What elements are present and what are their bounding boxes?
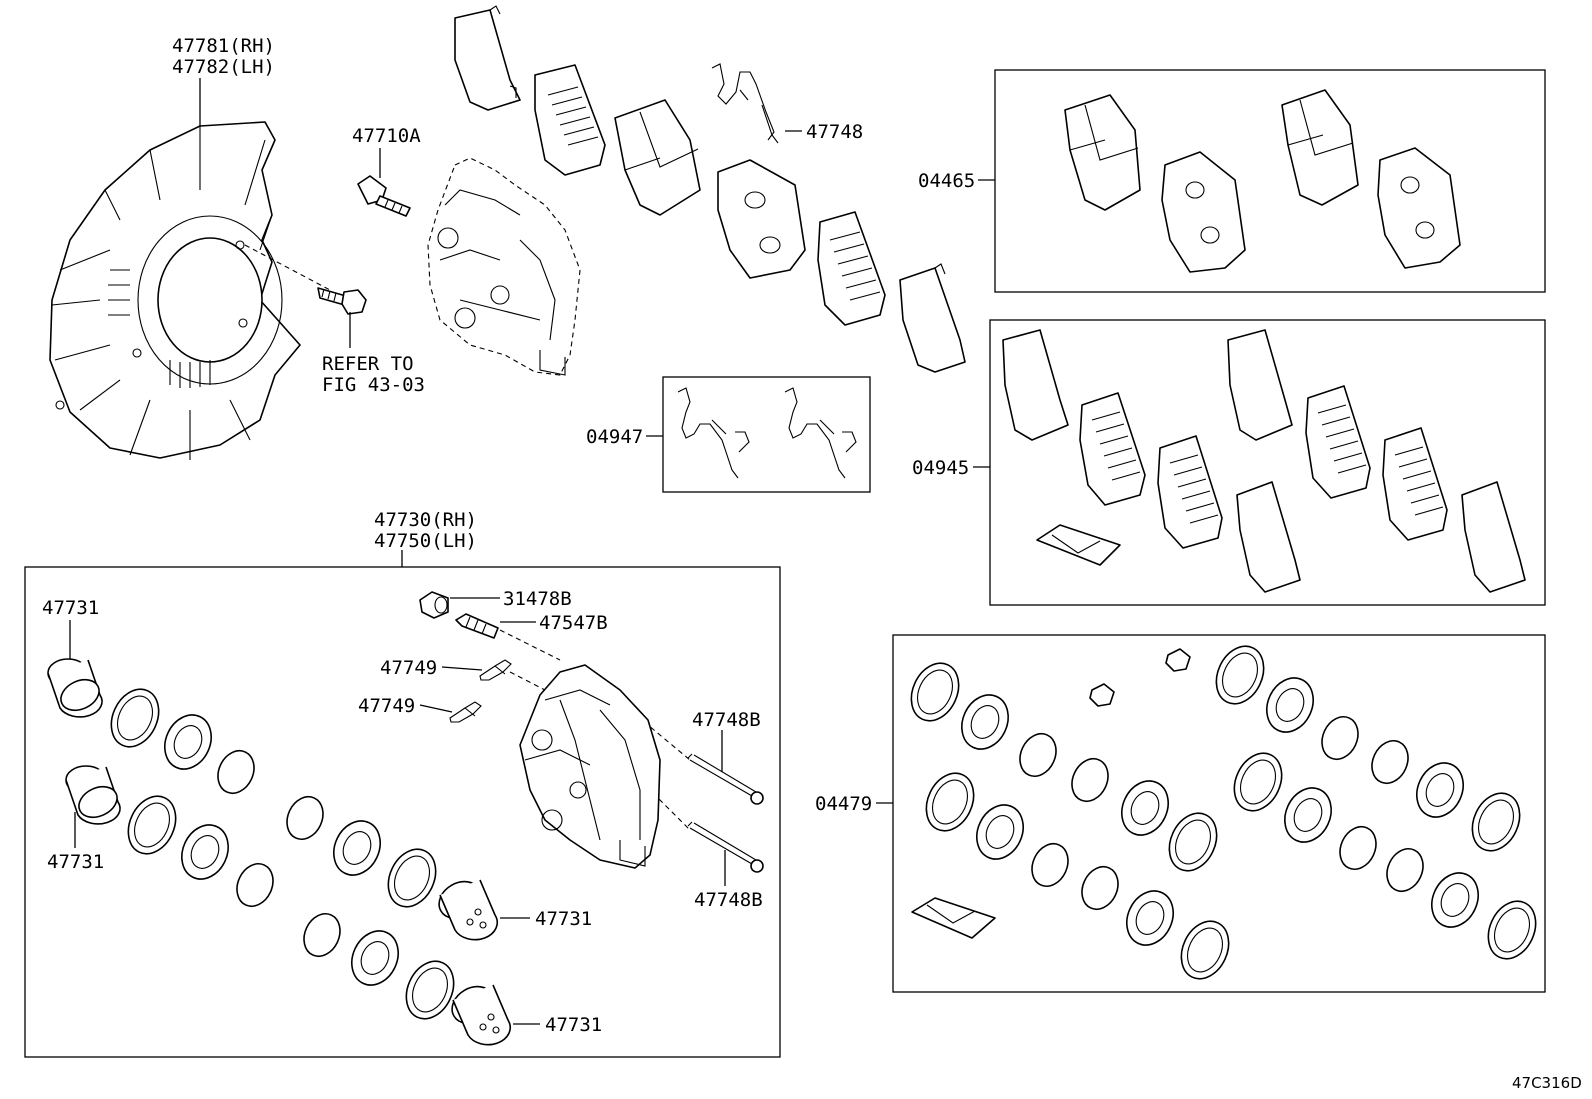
mounting-bolt-part[interactable] [317,287,367,315]
kit-04945-box [989,319,1546,606]
kit-04479-grease[interactable] [911,897,996,939]
kit-04945-grease[interactable] [1036,524,1121,566]
piston-part-b[interactable] [65,765,122,825]
kit-04465-box [994,69,1546,293]
spring-clip-47748[interactable] [711,63,779,144]
brake-pad-1[interactable] [614,99,701,216]
kit-04945-shim-c[interactable] [1157,435,1223,549]
kit-04945-shim-h[interactable] [1461,481,1526,593]
dust-shield-part[interactable] [49,121,301,460]
kit-04465-pad-1[interactable] [1064,94,1141,211]
bolt-47710a-part[interactable] [357,175,411,217]
bleeder-cap-part[interactable] [419,591,449,619]
figure-code: 47C316D [1512,1074,1582,1092]
piston-part-c[interactable] [432,874,498,941]
clip-47749-part-2[interactable] [449,701,482,723]
shim-plate-1[interactable] [454,5,521,111]
clip-47749-part-1[interactable] [479,659,512,681]
pin-47748b-part-2[interactable] [687,821,764,873]
clip-label-1: 47749 [380,657,437,679]
pin-47748b-part-1[interactable] [687,753,764,805]
caliper-outline-part[interactable] [427,157,581,376]
kit-04465-plate-1[interactable] [1161,151,1246,273]
shield-label-lh: 47782(LH) [172,56,275,78]
kit-04947-clip-2[interactable] [784,387,857,479]
kit-04465-pad-2[interactable] [1281,89,1359,206]
piston-part-d[interactable] [445,979,511,1046]
kit-04947-clip-1[interactable] [677,387,750,479]
backing-plate-1[interactable] [717,159,806,279]
kit-04945-shim-b[interactable] [1079,392,1146,506]
kit-04465-label: 04465 [918,170,975,192]
cap-label: 31478B [503,588,572,610]
kit-04945-shim-e[interactable] [1236,481,1301,593]
bleeder-plug-part[interactable] [455,613,499,639]
kit-04479-label: 04479 [815,793,872,815]
anti-squeal-shim-2[interactable] [817,211,886,326]
bleeder-label: 47547B [539,612,608,634]
shield-label-rh: 47781(RH) [172,35,275,57]
caliper-label-rh: 47730(RH) [374,509,477,531]
bolt-label: 47710A [352,125,421,147]
piston-label-b: 47731 [47,851,104,873]
kit-04947-box [662,376,871,493]
kit-04465-plate-2[interactable] [1377,147,1461,269]
piston-label-a: 47731 [42,597,99,619]
piston-part-a[interactable] [47,658,104,718]
anti-squeal-shim-1[interactable] [534,64,606,176]
caliper-body-part[interactable] [519,664,661,869]
clip-label-2: 47749 [358,695,415,717]
kit-04479-cap-2[interactable] [1165,648,1191,672]
pin-label-1: 47748B [692,709,761,731]
kit-04479-cap-1[interactable] [1089,683,1115,707]
kit-04479-box [892,634,1546,993]
kit-04945-shim-a[interactable] [1002,329,1069,441]
clip-top-label: 47748 [806,121,863,143]
kit-04479-seals-group[interactable] [902,639,1544,987]
pin-label-2: 47748B [694,889,763,911]
piston-label-d: 47731 [545,1014,602,1036]
kit-04945-label: 04945 [912,457,969,479]
kit-04947-label: 04947 [586,426,643,448]
shim-plate-2[interactable] [899,263,966,373]
piston-seals-group[interactable] [102,682,462,1027]
refer-label-1: REFER TO [322,353,414,375]
refer-label-2: FIG 43-03 [322,374,425,396]
piston-label-c: 47731 [535,908,592,930]
kit-04945-shim-g[interactable] [1382,427,1448,541]
kit-04945-shim-f[interactable] [1305,385,1371,499]
caliper-label-lh: 47750(LH) [374,530,477,552]
kit-04945-shim-d[interactable] [1227,329,1293,441]
